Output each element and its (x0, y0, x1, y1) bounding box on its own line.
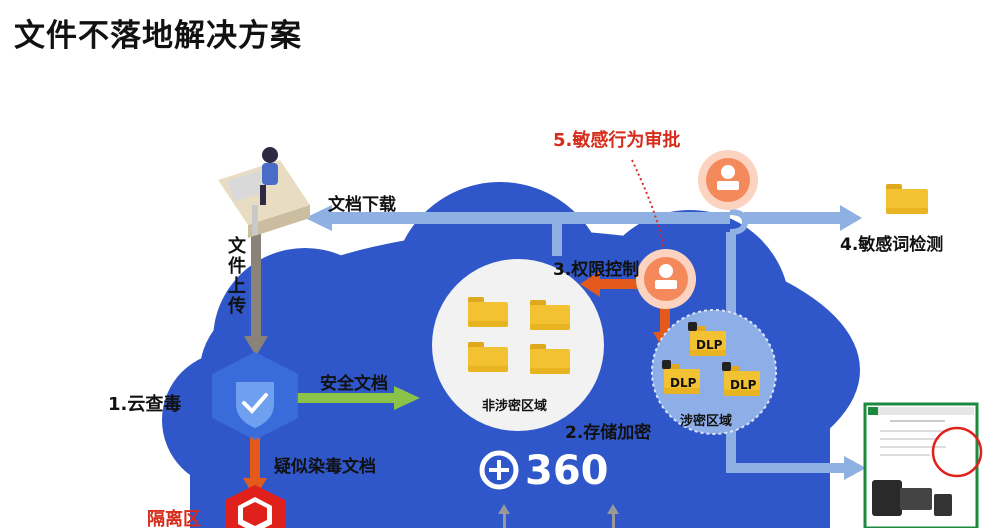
shield-icon (212, 352, 298, 440)
folder-icon (530, 344, 570, 374)
brand-label: 360 (525, 448, 609, 494)
safe-docs-label: 安全文档 (320, 374, 388, 394)
permission-label: 3.权限控制 (553, 260, 640, 280)
approval-label: 5.敏感行为审批 (553, 130, 681, 151)
bottom-link (726, 395, 736, 473)
quarantine-icon (225, 485, 285, 528)
dlp-folder-icon: DLP (662, 360, 702, 394)
dlp-folder-icon: DLP (688, 322, 728, 356)
cloud-scan-label: 1.云查毒 (108, 394, 182, 415)
keyword-arrow (744, 205, 862, 231)
secret-zone-label: 涉密区域 (680, 414, 733, 429)
dlp-label: DLP (696, 338, 723, 352)
non-secret-zone-label: 非涉密区域 (482, 399, 548, 414)
page-title: 文件不落地解决方案 (14, 18, 302, 54)
dlp-label: DLP (670, 376, 697, 390)
permission-stamp-icon (636, 249, 696, 309)
suspect-docs-label: 疑似染毒文档 (274, 457, 376, 477)
upload-arrow (244, 230, 268, 356)
loop-connector (729, 209, 749, 235)
permission-arrow (580, 271, 640, 297)
approval-stamp-icon (698, 150, 758, 210)
upload-label: 文件上传 (225, 236, 246, 316)
document-monitor-icon (863, 402, 983, 528)
permission-link (552, 224, 562, 256)
keyword-check-label: 4.敏感词检测 (840, 235, 944, 255)
download-label: 文档下载 (328, 195, 396, 215)
monitor-arrow (726, 456, 866, 480)
folder-icon (530, 300, 570, 330)
secret-zone-circle (651, 309, 777, 435)
secret-link (726, 232, 736, 322)
keyword-folder-icon (886, 184, 928, 214)
safe-arrow (296, 386, 420, 410)
dlp-label: DLP (730, 378, 757, 392)
user-desk-icon (218, 147, 310, 238)
bottom-up-arrows (498, 504, 619, 528)
brand-logo-icon (479, 450, 519, 490)
folder-icon (468, 297, 508, 327)
dlp-folder-icon: DLP (722, 362, 762, 396)
download-arrow (305, 205, 730, 231)
storage-encrypt-label: 2.存储加密 (565, 423, 652, 443)
quarantine-label: 隔离区 (147, 509, 201, 530)
folder-icon (468, 342, 508, 372)
